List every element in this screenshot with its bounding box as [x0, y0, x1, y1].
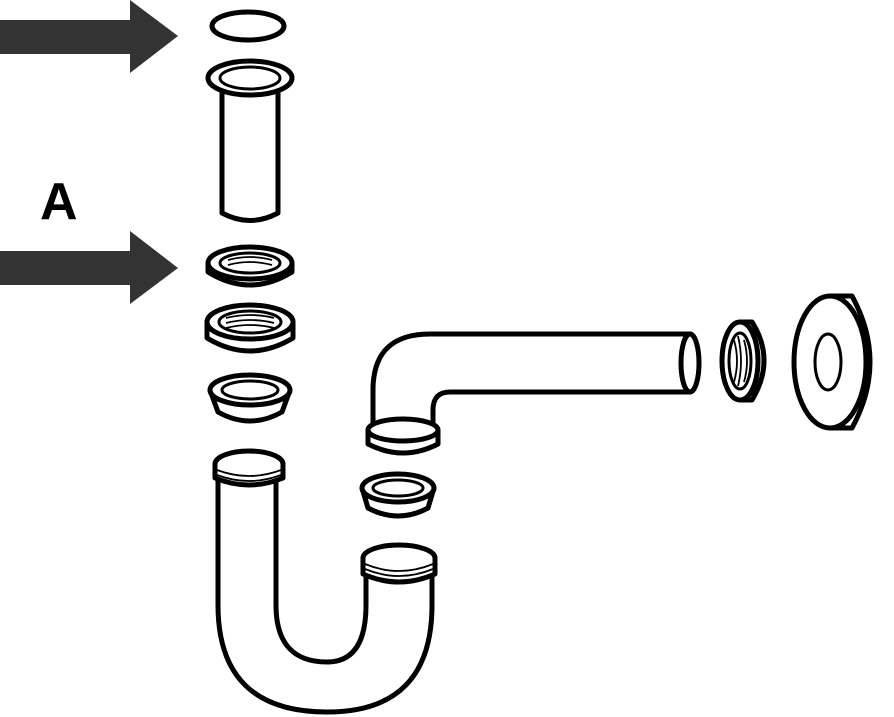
slip-nut	[204, 302, 296, 354]
arrow-a	[0, 231, 178, 304]
wall-nut	[719, 319, 767, 403]
arrow-top	[0, 0, 178, 73]
trap-arm	[365, 331, 702, 456]
tailpiece	[205, 58, 295, 223]
trap-arm-washer	[359, 471, 437, 519]
slip-nut-a	[205, 244, 295, 288]
label-a: A	[40, 173, 78, 231]
j-bend	[212, 448, 438, 715]
slip-washer	[207, 372, 293, 424]
escutcheon	[791, 293, 873, 431]
top-washer	[209, 9, 287, 43]
